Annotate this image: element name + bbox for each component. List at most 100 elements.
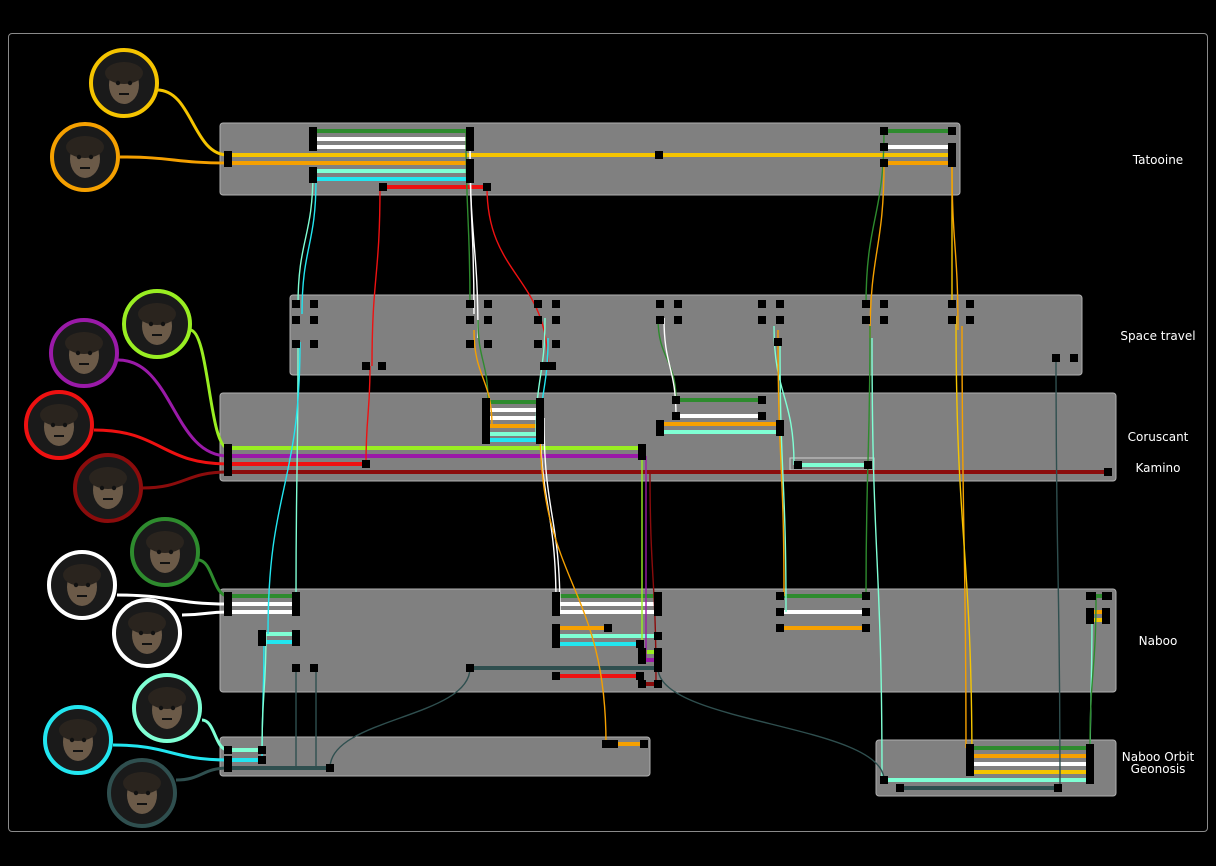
scene-node (258, 630, 266, 638)
scene-node (880, 159, 888, 167)
scene-node (638, 444, 646, 452)
scene-node (483, 183, 491, 191)
scene-node (1052, 354, 1060, 362)
scene-node (602, 740, 610, 748)
scene-node (1086, 744, 1094, 752)
padme-portrait-icon[interactable] (132, 519, 198, 585)
scene-node (1104, 592, 1112, 600)
palpatine-portrait-icon[interactable] (75, 455, 141, 521)
scene-node (966, 316, 974, 324)
scene-node (638, 680, 646, 688)
location-label-naboo: Naboo (1139, 634, 1178, 648)
darth-maul-portrait-icon[interactable] (26, 392, 92, 458)
scene-node (224, 151, 232, 159)
scene-node (536, 414, 544, 422)
scene-node (880, 776, 888, 784)
scene-node (880, 143, 888, 151)
scene-node (604, 624, 612, 632)
scene-node (654, 664, 662, 672)
scene-node (466, 340, 474, 348)
sidious-portrait-icon[interactable] (109, 760, 175, 826)
scene-node (224, 444, 232, 452)
scene-node (654, 656, 662, 664)
scene-node (776, 300, 784, 308)
scene-node (292, 638, 300, 646)
scene-node (966, 768, 974, 776)
captain-panaka-portrait-icon[interactable] (49, 552, 115, 618)
scene-node (224, 608, 232, 616)
scene-node (258, 746, 266, 754)
scene-node (758, 396, 766, 404)
scene-node (640, 740, 648, 748)
location-panel-naboo-low (220, 737, 650, 776)
scene-node (534, 340, 542, 348)
scene-node (484, 340, 492, 348)
scene-node (552, 640, 560, 648)
scene-node (862, 624, 870, 632)
scene-node (758, 300, 766, 308)
yoda-portrait-icon[interactable] (124, 291, 190, 357)
scene-node (672, 396, 680, 404)
scene-node (292, 664, 300, 672)
scene-node (794, 461, 802, 469)
scene-node (656, 300, 664, 308)
darth-vader-portrait-icon[interactable] (52, 124, 118, 190)
scene-node (224, 468, 232, 476)
location-panel-naboo (220, 589, 1116, 692)
scene-node (534, 300, 542, 308)
scene-node (224, 764, 232, 772)
scene-node (862, 316, 870, 324)
scene-node (466, 300, 474, 308)
scene-node (548, 362, 556, 370)
scene-node (966, 300, 974, 308)
scene-node (482, 436, 490, 444)
location-label-kamino: Kamino (1136, 461, 1181, 475)
scene-node (309, 175, 317, 183)
location-label-coruscant: Coruscant (1128, 430, 1189, 444)
scene-node (309, 135, 317, 143)
obi-wan-portrait-icon[interactable] (134, 675, 200, 741)
scene-node (258, 638, 266, 646)
link-obiwan-11 (296, 346, 298, 596)
scene-node (1054, 784, 1062, 792)
scene-node (466, 127, 474, 135)
location-label-tatooine: Tatooine (1132, 153, 1183, 167)
portrait-link-vader (120, 157, 228, 163)
scene-node (636, 640, 644, 648)
scene-node (638, 648, 646, 656)
scene-node (540, 362, 548, 370)
scene-node (552, 672, 560, 680)
scene-node (482, 414, 490, 422)
scene-node (654, 648, 662, 656)
scene-node (309, 143, 317, 151)
scene-node (638, 452, 646, 460)
c3po-portrait-icon[interactable] (91, 50, 157, 116)
scene-node (1086, 608, 1094, 616)
scene-node (224, 452, 232, 460)
scene-node (224, 746, 232, 754)
scene-node (966, 744, 974, 752)
scene-node (552, 600, 560, 608)
scene-node (1086, 768, 1094, 776)
scene-node (674, 300, 682, 308)
scene-node (466, 143, 474, 151)
scene-node (536, 436, 544, 444)
scene-node (310, 664, 318, 672)
scene-node (776, 428, 784, 436)
r2d2-portrait-icon[interactable] (114, 600, 180, 666)
scene-node (292, 608, 300, 616)
scene-node (224, 159, 232, 167)
scene-node (862, 300, 870, 308)
scene-node (224, 756, 232, 764)
scene-node (292, 600, 300, 608)
scene-node (656, 420, 664, 428)
scene-node (482, 422, 490, 430)
scene-node (536, 422, 544, 430)
scene-node (536, 398, 544, 406)
scene-node (948, 127, 956, 135)
scene-node (674, 316, 682, 324)
scene-node (1088, 592, 1096, 600)
mace-windu-portrait-icon[interactable] (51, 320, 117, 386)
location-label-space: Space travel (1120, 329, 1195, 343)
qui-gon-portrait-icon[interactable] (45, 707, 111, 773)
